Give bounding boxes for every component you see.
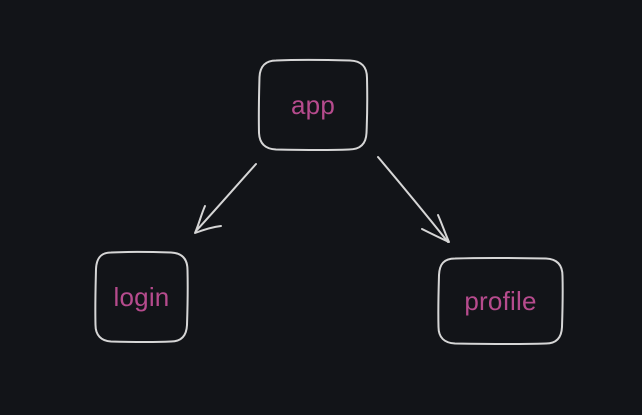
node-login[interactable]: login bbox=[95, 252, 188, 342]
edge-app-profile bbox=[377, 156, 450, 243]
node-box-login[interactable] bbox=[94, 250, 189, 344]
node-box-app[interactable] bbox=[257, 58, 369, 152]
edge-app-login bbox=[194, 163, 257, 234]
node-box-profile[interactable] bbox=[437, 256, 564, 346]
node-app[interactable]: app bbox=[259, 60, 367, 150]
node-label-app: app bbox=[291, 89, 335, 120]
edge-line-app-login bbox=[195, 163, 257, 232]
arrowhead-login bbox=[194, 205, 222, 234]
node-label-profile: profile bbox=[464, 285, 537, 316]
node-profile[interactable]: profile bbox=[438, 258, 563, 344]
edge-line-app-profile bbox=[377, 156, 449, 243]
node-label-login: login bbox=[113, 281, 170, 312]
arrowhead-profile bbox=[421, 214, 450, 243]
